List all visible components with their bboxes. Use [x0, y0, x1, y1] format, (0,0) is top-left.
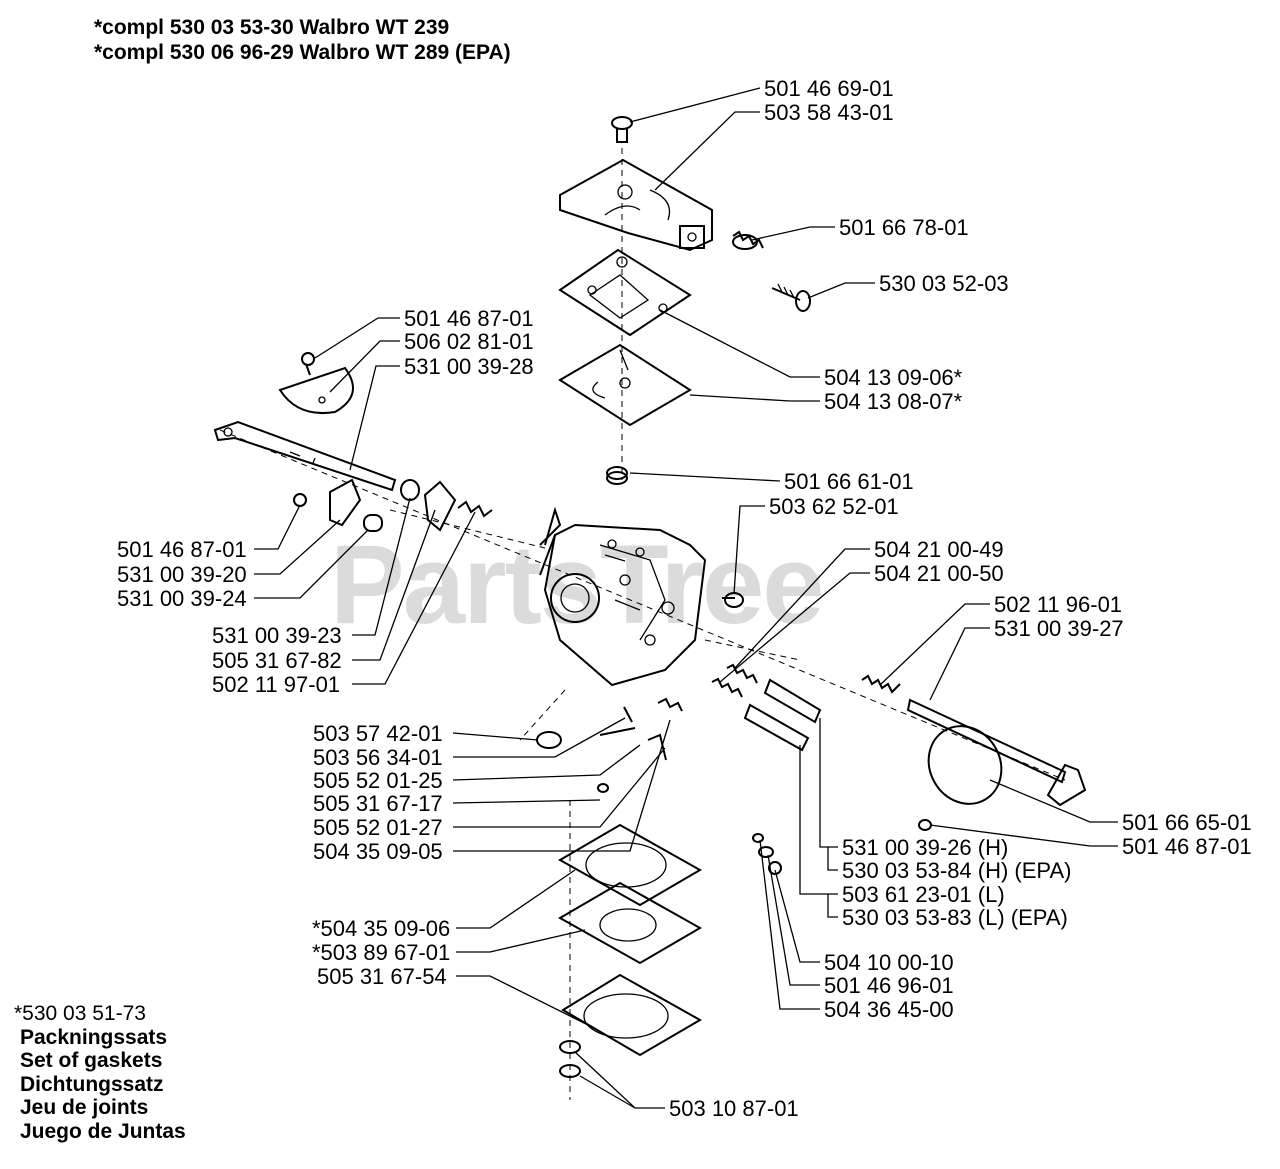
- screw-top-cover: [611, 116, 633, 143]
- label-504-21-00-49: 504 21 00-49: [874, 537, 1004, 562]
- label-530-03-52-03: 530 03 52-03: [879, 271, 1009, 296]
- gasket-kit-name-es: Juego de Juntas: [20, 1119, 186, 1143]
- label-501-46-87-01-c: 501 46 87-01: [1122, 834, 1252, 859]
- needle-screw: [771, 283, 811, 312]
- label-501-46-87-01-b: 501 46 87-01: [117, 537, 247, 562]
- label-531-00-39-20: 531 00 39-20: [117, 562, 247, 587]
- adjusting-needles: [711, 663, 822, 752]
- label-504-13-08-07: 504 13 08-07*: [824, 389, 963, 414]
- label-501-46-69-01: 501 46 69-01: [764, 76, 894, 101]
- leader-lines: [254, 87, 1118, 1109]
- pump-cover: [559, 158, 713, 252]
- label-531-00-39-23: 531 00 39-23: [212, 623, 342, 648]
- label-504-35-09-06: *504 35 09-06: [312, 916, 450, 941]
- spring-needle: [732, 230, 764, 250]
- label-501-46-87-01-a: 501 46 87-01: [404, 306, 534, 331]
- label-504-10-00-10: 504 10 00-10: [824, 950, 954, 975]
- inlet-screen: [606, 466, 628, 485]
- gasket-kit-part-number: *530 03 51-73: [14, 1002, 146, 1025]
- label-531-00-39-28: 531 00 39-28: [404, 354, 534, 379]
- label-505-52-01-27: 505 52 01-27: [313, 815, 443, 840]
- label-504-36-45-00: 504 36 45-00: [824, 997, 954, 1022]
- label-503-10-87-01: 503 10 87-01: [669, 1096, 799, 1121]
- welch-plug: [536, 731, 562, 749]
- gasket-kit-name-sv: Packningssats: [20, 1025, 168, 1049]
- label-501-46-96-01: 501 46 96-01: [824, 973, 954, 998]
- label-530-03-53-84-h-epa: 530 03 53-84 (H) (EPA): [842, 858, 1071, 883]
- label-503-56-34-01: 503 56 34-01: [313, 745, 443, 770]
- label-503-61-23-01-l: 503 61 23-01 (L): [842, 882, 1005, 907]
- label-505-31-67-54: 505 31 67-54: [317, 964, 447, 989]
- gasket-kit-name-de: Dichtungssatz: [20, 1072, 164, 1096]
- label-501-66-61-01: 501 66 61-01: [784, 469, 914, 494]
- gasket-pump: [558, 248, 692, 337]
- label-503-58-43-01: 503 58 43-01: [764, 100, 894, 125]
- body-screw: [722, 592, 744, 608]
- label-504-21-00-50: 504 21 00-50: [874, 561, 1004, 586]
- label-531-00-39-24: 531 00 39-24: [117, 586, 247, 611]
- gasket-kit-note: *530 03 51-73 Packningssats Set of gaske…: [14, 1002, 186, 1143]
- carburetor-body: [539, 506, 707, 687]
- part-number-labels: 501 46 69-01 503 58 43-01 501 66 78-01 5…: [117, 76, 1252, 1121]
- label-506-02-81-01: 506 02 81-01: [404, 329, 534, 354]
- label-504-13-09-06: 504 13 09-06*: [824, 365, 963, 390]
- label-502-11-96-01: 502 11 96-01: [994, 592, 1122, 617]
- label-503-62-52-01: 503 62 52-01: [769, 494, 899, 519]
- label-505-31-67-17: 505 31 67-17: [313, 791, 443, 816]
- gasket-kit-name-fr: Jeu de joints: [20, 1096, 149, 1119]
- header-line-1: *compl 530 03 53-30 Walbro WT 239: [94, 16, 450, 39]
- label-501-66-78-01: 501 66 78-01: [839, 215, 969, 240]
- valve-screw: [301, 352, 315, 376]
- label-503-89-67-01: *503 89 67-01: [312, 940, 450, 965]
- label-501-66-65-01: 501 66 65-01: [1122, 810, 1252, 835]
- choke-shaft: [861, 674, 1087, 831]
- diaphragm-pump: [558, 343, 692, 427]
- needle-valve-parts: [597, 697, 683, 793]
- label-531-00-39-26-h: 531 00 39-26 (H): [842, 835, 1008, 860]
- label-502-11-97-01: 502 11 97-01: [212, 672, 340, 697]
- gasket-kit-name-en: Set of gaskets: [20, 1049, 163, 1072]
- small-washers: [752, 833, 782, 875]
- label-505-52-01-25: 505 52 01-25: [313, 768, 443, 793]
- label-531-00-39-27: 531 00 39-27: [994, 616, 1124, 641]
- header-line-2: *compl 530 06 96-29 Walbro WT 289 (EPA): [94, 41, 511, 64]
- throttle-valve: [278, 366, 354, 414]
- label-503-57-42-01: 503 57 42-01: [313, 721, 443, 746]
- throttle-shaft: [213, 420, 397, 492]
- label-530-03-53-83-l-epa: 530 03 53-83 (L) (EPA): [842, 905, 1068, 930]
- label-504-35-09-05: 504 35 09-05: [313, 839, 443, 864]
- label-505-31-67-82: 505 31 67-82: [212, 648, 342, 673]
- bottom-gasket-stack: [557, 823, 703, 1057]
